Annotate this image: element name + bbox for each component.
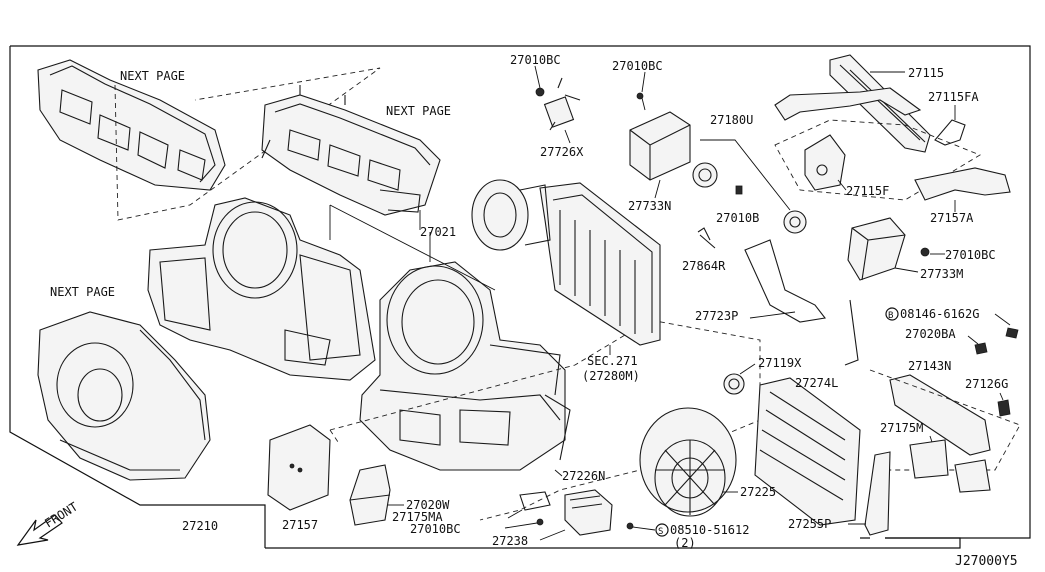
upper-case-middle <box>261 85 441 216</box>
clip-27020ba <box>974 342 988 355</box>
part-27010bc-2: 27010BC <box>612 59 663 73</box>
part-27733m: 27733M <box>920 267 963 281</box>
foot-duct-left <box>37 311 211 481</box>
part-27010bc-3: 27010BC <box>945 248 996 262</box>
gear-27180u <box>692 162 807 234</box>
bracket-27175m <box>909 439 991 493</box>
part-27021: 27021 <box>420 225 456 239</box>
clamp-27115fa <box>934 119 966 146</box>
diagram-code: J27000Y5 <box>955 554 1018 569</box>
diagram-frame-bottom <box>265 537 961 549</box>
filter-27157 <box>267 424 331 511</box>
circle-s-letter: S <box>658 527 663 537</box>
part-27255p: 27255P <box>788 517 831 531</box>
part-08146-6162g: 08146-6162G <box>900 307 979 321</box>
part-27157: 27157 <box>282 518 318 532</box>
grommet-27115f <box>804 134 846 191</box>
part-27726x: 27726X <box>540 145 584 159</box>
part-27175ma: 27175MA <box>392 510 443 524</box>
bracket-27255p <box>864 451 891 536</box>
part-27119x: 27119X <box>758 356 802 370</box>
circle-b-marker <box>885 307 899 321</box>
evaporator-core <box>539 182 661 346</box>
part-27115fa: 27115FA <box>928 90 979 104</box>
circle-s-marker <box>655 523 669 537</box>
part-27210: 27210 <box>182 519 218 533</box>
part-27225: 27225 <box>740 485 776 499</box>
duct-27143n <box>889 374 991 456</box>
screw-27864r <box>697 227 716 249</box>
next-page-label-1: NEXT PAGE <box>120 69 185 83</box>
clip-27010b <box>735 185 743 195</box>
bolt-08146 <box>1005 327 1019 339</box>
part-27723p: 27723P <box>695 309 738 323</box>
clip-27175ma <box>519 491 551 511</box>
heater-case-left <box>147 197 376 381</box>
part-27180u: 27180U <box>710 113 753 127</box>
motor-27119x <box>723 373 745 395</box>
evaporator-gasket <box>471 179 551 251</box>
next-page-label-3: NEXT PAGE <box>50 285 115 299</box>
part-27126g: 27126G <box>965 377 1008 391</box>
part-27274l: 27274L <box>795 376 838 390</box>
part-08510-qty: (2) <box>674 536 696 550</box>
part-27020ba: 27020BA <box>905 327 956 341</box>
clip-27126g <box>997 399 1011 417</box>
blower-motor-27225 <box>639 407 737 517</box>
part-08510-51612: 08510-51612 <box>670 523 749 537</box>
part-27115f: 27115F <box>846 184 889 198</box>
part-27115: 27115 <box>908 66 944 80</box>
link-27723p <box>744 239 859 366</box>
upper-duct-left <box>37 59 381 221</box>
part-27010b: 27010B <box>716 211 759 225</box>
part-27733n: 27733N <box>628 199 671 213</box>
resistor-27020w <box>349 464 391 526</box>
heater-core-27115 <box>774 54 931 153</box>
sec-271-part: (27280M) <box>582 369 640 383</box>
next-page-label-2: NEXT PAGE <box>386 104 451 118</box>
transistor-27238 <box>564 489 613 536</box>
aspirator-27726x <box>535 77 581 131</box>
actuator-27733n <box>629 92 691 181</box>
part-27175m: 27175M <box>880 421 923 435</box>
duct-27157a <box>914 167 1011 201</box>
screw-08510 <box>626 522 634 530</box>
circle-b-letter: B <box>888 311 893 321</box>
part-27010bc-1: 27010BC <box>510 53 561 67</box>
part-27010bc-4: 27010BC <box>410 522 461 536</box>
heater-case-center <box>359 261 571 471</box>
filter-27274l <box>754 377 861 526</box>
screw-27010bc-4 <box>536 518 544 526</box>
part-27226n: 27226N <box>562 469 605 483</box>
actuator-27733m <box>847 217 930 281</box>
part-27157a: 27157A <box>930 211 974 225</box>
part-27238: 27238 <box>492 534 528 548</box>
front-label: FRONT <box>42 500 80 531</box>
part-27143n: 27143N <box>908 359 951 373</box>
front-arrow-icon <box>16 514 63 546</box>
part-27864r: 27864R <box>682 259 726 273</box>
sec-271-label: SEC.271 <box>587 354 638 368</box>
part-27020w: 27020W <box>406 498 450 512</box>
